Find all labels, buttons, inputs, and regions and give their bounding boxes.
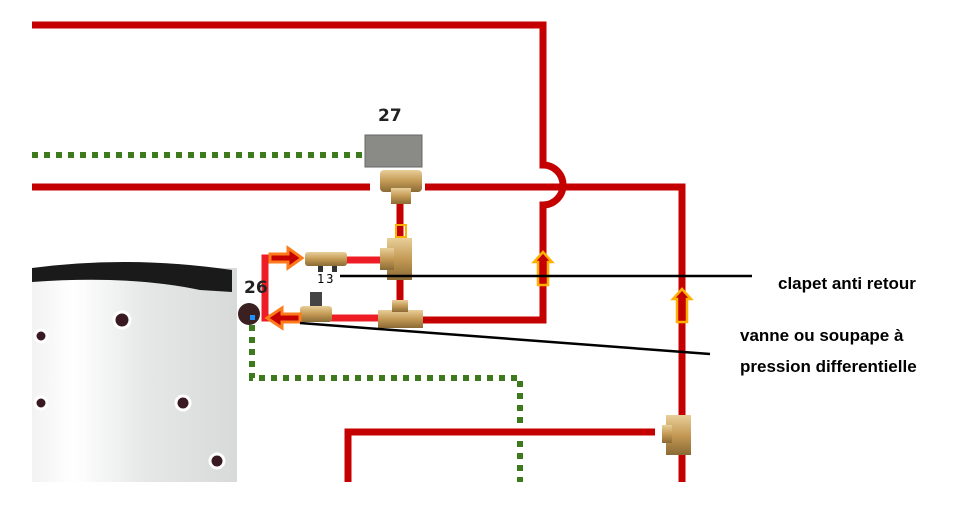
check-valve-icon <box>305 252 347 272</box>
diff-valve-annotation-line1: vanne ou soupape à <box>740 326 904 345</box>
arrow-up-icon <box>670 287 694 324</box>
arrow-right-icon <box>268 245 305 271</box>
pump-number-label: 26 <box>244 278 268 298</box>
pump-icon <box>238 303 260 325</box>
flow-up-arrows <box>531 250 694 324</box>
check-valve-number-label: 13 <box>317 272 336 286</box>
arrow-up-icon <box>531 250 555 287</box>
storage-tank <box>32 261 237 482</box>
pipe-flow-right <box>425 183 686 482</box>
pipe-bottom <box>344 428 655 482</box>
annotation-leaders <box>299 274 752 356</box>
tank-ports <box>33 310 226 470</box>
orange-flow-arrows <box>264 245 305 331</box>
control-wire-pump <box>249 325 523 482</box>
valve-number-label: 27 <box>378 106 402 126</box>
motorized-valve-icon <box>364 134 423 204</box>
differential-pressure-valve-icon <box>300 292 332 322</box>
arrow-left-icon <box>264 305 302 331</box>
check-valve-annotation: clapet anti retour <box>778 274 916 293</box>
diff-valve-annotation-line2: pression differentielle <box>740 357 917 376</box>
pipe-bypass-branches <box>330 256 383 322</box>
tee-fittings <box>378 224 691 455</box>
